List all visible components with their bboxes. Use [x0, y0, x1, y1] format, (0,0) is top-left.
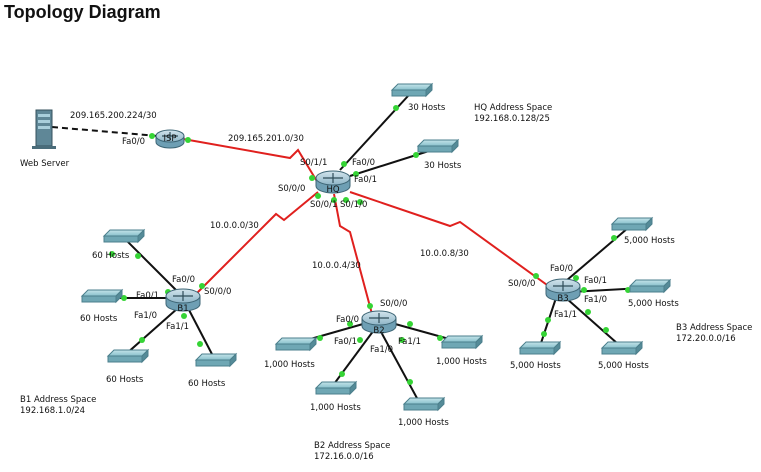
b2-fa10-label: Fa1/0 — [370, 345, 393, 355]
switch-icon-b3-lan3[interactable] — [518, 340, 562, 356]
link-hq-b1[interactable] — [195, 191, 319, 295]
hq-b2-net-label: 10.0.0.4/30 — [312, 261, 361, 271]
b1-label: B1 — [177, 304, 188, 314]
link-b1-lan4[interactable] — [187, 307, 215, 359]
isp-hq-net-label: 209.165.201.0/30 — [228, 134, 304, 144]
switch-icon-b3-lan4[interactable] — [600, 340, 644, 356]
serial-links — [171, 136, 555, 315]
b1-fa10-label: Fa1/0 — [134, 311, 157, 321]
b3-fa01-label: Fa0/1 — [584, 276, 607, 286]
isp-router-icon[interactable] — [155, 129, 185, 149]
address-space-hq: HQ Address Space 192.168.0.128/25 — [472, 100, 558, 124]
b1-address-space-title: B1 Address Space — [20, 395, 96, 405]
switch-icon-b2-lan3[interactable] — [402, 396, 446, 412]
hq-address-space-value: 192.168.0.128/25 — [474, 114, 550, 124]
hq-label: HQ — [326, 185, 339, 195]
link-b1-lan1[interactable] — [125, 239, 181, 295]
page-title: Topology Diagram — [4, 2, 161, 22]
switch-icon-b3-lan2[interactable] — [628, 278, 672, 294]
switch-icon-b2-lan1[interactable] — [274, 336, 318, 352]
b3-fa10-label: Fa1/0 — [584, 295, 607, 305]
switch-icon-b2-lan2[interactable] — [314, 380, 358, 396]
address-space-b1: B1 Address Space 192.168.1.0/24 — [18, 392, 104, 416]
b3-lan4-label: 5,000 Hosts — [598, 361, 649, 371]
b2-address-space-title: B2 Address Space — [314, 441, 390, 451]
hq-fa01-label: Fa0/1 — [354, 175, 377, 185]
b2-lan4-label: 1,000 Hosts — [436, 357, 487, 367]
b1-lan3-label: 60 Hosts — [106, 375, 144, 385]
b1-lan4-label: 60 Hosts — [188, 379, 226, 389]
switch-icon-b1-lan2[interactable] — [80, 288, 124, 304]
b1-fa01-label: Fa0/1 — [136, 291, 159, 301]
switch-icons — [80, 82, 672, 412]
b1-lan1-label: 60 Hosts — [92, 251, 130, 261]
b1-router-icon[interactable] — [165, 288, 201, 312]
network-labels: 209.165.200.224/30 209.165.201.0/30 10.0… — [70, 111, 469, 271]
hq-router-icon[interactable] — [315, 170, 351, 194]
b3-s000-label: S0/0/0 — [508, 279, 535, 289]
b2-lan1-label: 1,000 Hosts — [264, 360, 315, 370]
hq-s010-label: S0/1/0 — [340, 200, 367, 210]
b3-address-space-value: 172.20.0.0/16 — [676, 334, 736, 344]
link-webserver-isp[interactable] — [51, 126, 159, 137]
switch-icon-hq-lan1[interactable] — [390, 82, 434, 98]
address-space-b3: B3 Address Space 172.20.0.0/16 — [674, 320, 760, 344]
link-hq-b2[interactable] — [333, 193, 373, 315]
b2-lan3-label: 1,000 Hosts — [398, 418, 449, 428]
isp-label: ISP — [163, 134, 176, 144]
web-server-net-label: 209.165.200.224/30 — [70, 111, 157, 121]
link-hq-b3[interactable] — [349, 191, 555, 291]
link-lights — [109, 105, 631, 385]
isp-fa00-label: Fa0/0 — [122, 137, 145, 147]
switch-icon-b1-lan3[interactable] — [106, 348, 150, 364]
b2-router-icon[interactable] — [361, 310, 397, 334]
b3-lan2-label: 5,000 Hosts — [628, 299, 679, 309]
b3-lan3-label: 5,000 Hosts — [510, 361, 561, 371]
b2-fa11-label: Fa1/1 — [398, 337, 421, 347]
b2-lan2-label: 1,000 Hosts — [310, 403, 361, 413]
b2-fa01-label: Fa0/1 — [334, 337, 357, 347]
interface-labels: Fa0/0 S0/1/1 Fa0/0 Fa0/1 S0/0/0 S0/0/1 S… — [122, 137, 607, 355]
b3-router-icon[interactable] — [545, 278, 581, 302]
web-server-label: Web Server — [20, 159, 70, 169]
web-server-icon[interactable] — [32, 109, 56, 149]
b1-address-space-value: 192.168.1.0/24 — [20, 406, 85, 416]
hq-s011-label: S0/1/1 — [300, 158, 327, 168]
hq-b1-net-label: 10.0.0.0/30 — [210, 221, 259, 231]
b3-address-space-title: B3 Address Space — [676, 323, 752, 333]
switch-icon-b1-lan1[interactable] — [102, 228, 146, 244]
link-b3-lan4[interactable] — [565, 297, 619, 345]
hq-s000-label: S0/0/0 — [278, 184, 305, 194]
b1-fa00-label: Fa0/0 — [172, 275, 195, 285]
b3-fa00-label: Fa0/0 — [550, 264, 573, 274]
address-space-b2: B2 Address Space 172.16.0.0/16 — [312, 438, 398, 462]
link-b2-lan3[interactable] — [379, 329, 419, 401]
link-b1-lan3[interactable] — [125, 307, 179, 355]
hq-s001-label: S0/0/1 — [310, 200, 337, 210]
hq-address-space-title: HQ Address Space — [474, 103, 552, 113]
b3-lan1-label: 5,000 Hosts — [624, 236, 675, 246]
b1-fa11-label: Fa1/1 — [166, 322, 189, 332]
b1-lan2-label: 60 Hosts — [80, 314, 118, 324]
switch-icon-b2-lan4[interactable] — [440, 334, 484, 350]
b1-s000-label: S0/0/0 — [204, 287, 231, 297]
b2-label: B2 — [373, 326, 384, 336]
hq-fa00-label: Fa0/0 — [352, 158, 375, 168]
switch-icon-b3-lan1[interactable] — [610, 216, 654, 232]
device-labels: Web Server ISP HQ B1 B2 B3 30 Hosts 30 H… — [20, 103, 679, 428]
b3-fa11-label: Fa1/1 — [554, 310, 577, 320]
b2-address-space-value: 172.16.0.0/16 — [314, 452, 374, 462]
b2-fa00-label: Fa0/0 — [336, 315, 359, 325]
link-isp-hq[interactable] — [171, 136, 319, 184]
b2-s000-label: S0/0/0 — [380, 299, 407, 309]
hq-b3-net-label: 10.0.0.8/30 — [420, 249, 469, 259]
switch-icon-hq-lan2[interactable] — [416, 138, 460, 154]
hq-lan1-label: 30 Hosts — [408, 103, 446, 113]
hq-lan2-label: 30 Hosts — [424, 161, 462, 171]
switch-icon-b1-lan4[interactable] — [194, 352, 238, 368]
b3-label: B3 — [557, 294, 568, 304]
